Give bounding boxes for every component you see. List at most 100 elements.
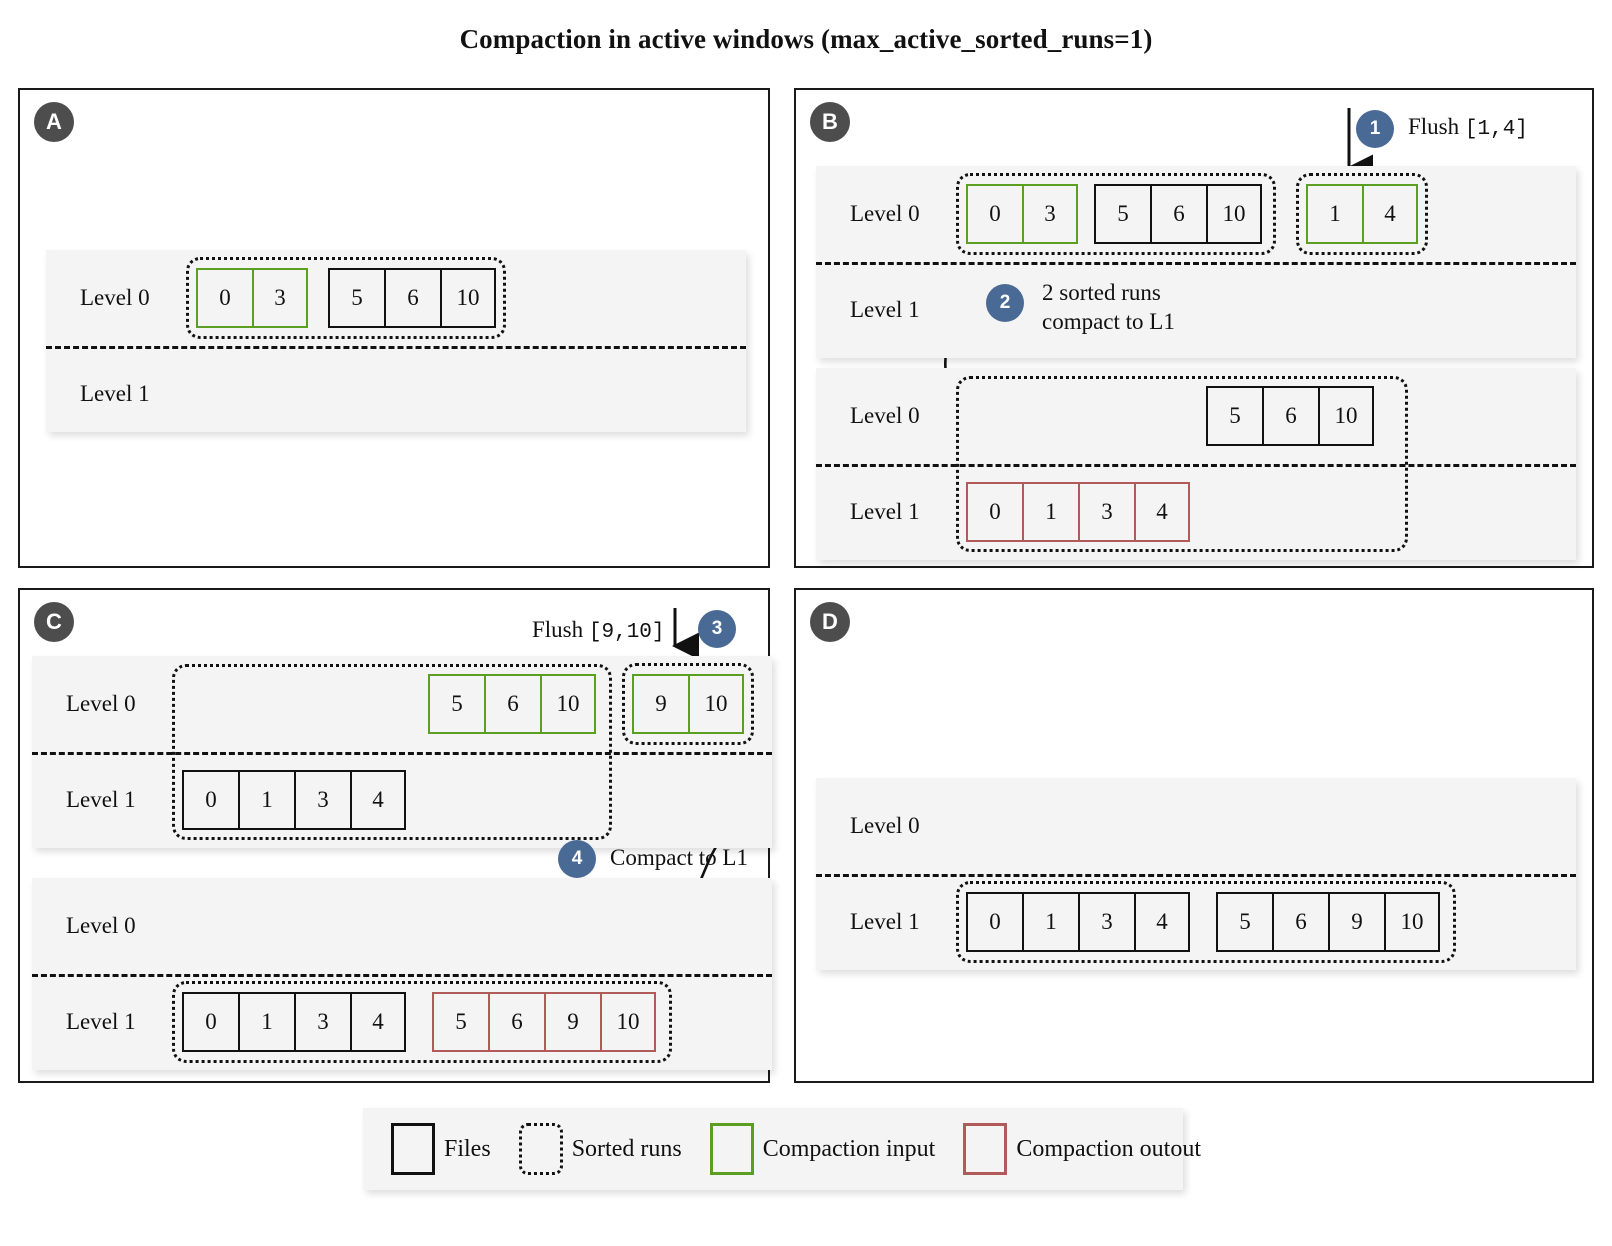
level-0-label: Level 0 — [80, 285, 150, 310]
level-0-row: Level 0 5 6 10 9 10 — [32, 656, 772, 752]
file-cell: 9 — [1328, 892, 1384, 952]
level-1-row: Level 1 0 1 3 4 5 6 9 10 — [816, 874, 1576, 970]
file-cell: 10 — [1318, 386, 1374, 446]
flush-word: Flush — [1408, 114, 1460, 139]
file-cell: 0 — [966, 892, 1022, 952]
file-cell: 6 — [1150, 184, 1206, 244]
panel-d-badge: D — [810, 602, 850, 642]
file-cell: 5 — [1216, 892, 1272, 952]
file-cell: 3 — [1022, 184, 1078, 244]
level-0-label: Level 0 — [850, 403, 920, 428]
file-cell: 5 — [1206, 386, 1262, 446]
legend-item-sorted-runs: Sorted runs — [518, 1123, 682, 1175]
level-1-row: Level 1 — [816, 262, 1576, 358]
level-divider — [816, 464, 1576, 467]
level-1-label: Level 1 — [80, 381, 150, 406]
sorted-run-files: 1 4 — [1306, 184, 1418, 244]
flush-word: Flush — [532, 617, 584, 642]
legend-label: Compaction outout — [1016, 1135, 1201, 1162]
sorted-run-files: 0 1 3 4 — [966, 482, 1190, 542]
legend: Files Sorted runs Compaction input Compa… — [363, 1108, 1201, 1190]
file-cell: 1 — [1022, 482, 1078, 542]
level-0-row: Level 0 — [32, 878, 772, 974]
page-title: Compaction in active windows (max_active… — [459, 24, 1153, 54]
file-cell: 10 — [540, 674, 596, 734]
file-cell: 6 — [484, 674, 540, 734]
level-divider — [32, 974, 772, 977]
file-cell: 4 — [350, 770, 406, 830]
level-0-label: Level 0 — [66, 691, 136, 716]
panel-c-state-2: Level 0 Level 1 0 1 3 4 5 6 9 10 — [32, 878, 772, 1070]
level-0-row: Level 0 5 6 10 — [816, 368, 1576, 464]
file-cell: 4 — [1362, 184, 1418, 244]
file-cell: 0 — [182, 770, 238, 830]
file-cell: 1 — [1306, 184, 1362, 244]
file-cell: 10 — [1206, 184, 1262, 244]
level-1-label: Level 1 — [850, 909, 920, 934]
level-1-row: Level 1 — [46, 346, 746, 442]
level-0-row: Level 0 0 3 5 6 10 1 4 — [816, 166, 1576, 262]
file-cell: 6 — [1272, 892, 1328, 952]
level-0-label: Level 0 — [850, 813, 920, 838]
sorted-run-files: 0 3 — [196, 268, 308, 328]
file-cell: 10 — [1384, 892, 1440, 952]
file-cell: 9 — [632, 674, 688, 734]
panel-c-state-1: Level 0 5 6 10 9 10 Level 1 0 1 3 4 — [32, 656, 772, 848]
sorted-run-files: 5 6 10 — [1206, 386, 1374, 446]
file-cell: 0 — [966, 482, 1022, 542]
level-1-row: Level 1 0 1 3 4 5 6 9 10 — [32, 974, 772, 1070]
file-cell: 4 — [350, 992, 406, 1052]
level-0-label: Level 0 — [66, 913, 136, 938]
level-0-row: Level 0 — [816, 778, 1576, 874]
sorted-run-files: 0 3 — [966, 184, 1078, 244]
compaction-input-swatch-icon — [709, 1123, 754, 1175]
sorted-run-files: 5 6 10 — [328, 268, 496, 328]
panel-c: C Flush [9,10] 3 Level 0 5 6 10 9 — [18, 588, 772, 1083]
panel-b: B 1 Flush [1,4] Level 0 0 3 5 6 — [794, 88, 1594, 568]
panel-b-state-2: Level 0 5 6 10 Level 1 0 1 3 4 — [816, 368, 1576, 560]
step-badge-1: 1 — [1356, 110, 1394, 148]
file-cell: 5 — [428, 674, 484, 734]
step-4-label: Compact to L1 — [610, 845, 748, 870]
compaction-output-swatch-icon — [963, 1123, 1008, 1175]
level-divider — [816, 874, 1576, 877]
panel-c-badge: C — [34, 602, 74, 642]
level-divider — [46, 346, 746, 349]
file-cell: 3 — [1078, 892, 1134, 952]
step-badge-2: 2 — [986, 284, 1024, 322]
step-2-line-2: compact to L1 — [1042, 309, 1175, 335]
level-0-label: Level 0 — [850, 201, 920, 226]
level-1-label: Level 1 — [66, 1009, 136, 1034]
level-1-label: Level 1 — [66, 787, 136, 812]
file-cell: 6 — [384, 268, 440, 328]
legend-item-compaction-input: Compaction input — [709, 1123, 936, 1175]
legend-item-compaction-output: Compaction outout — [963, 1123, 1201, 1175]
sorted-run-files: 0 1 3 4 — [182, 770, 406, 830]
sorted-run-files: 0 1 3 4 — [966, 892, 1190, 952]
step-badge-3: 3 — [698, 610, 736, 648]
panel-a-state-1: Level 0 0 3 5 6 10 Level 1 — [46, 250, 746, 432]
file-cell: 0 — [966, 184, 1022, 244]
sorted-run-files: 5 6 9 10 — [1216, 892, 1440, 952]
level-1-label: Level 1 — [850, 499, 920, 524]
file-cell: 3 — [252, 268, 308, 328]
level-divider — [32, 752, 772, 755]
file-cell: 4 — [1134, 482, 1190, 542]
panel-a-badge: A — [34, 102, 74, 142]
panel-b-state-1: Level 0 0 3 5 6 10 1 4 Level 1 — [816, 166, 1576, 358]
file-cell: 1 — [238, 770, 294, 830]
sorted-run-files: 5 6 10 — [1094, 184, 1262, 244]
level-1-row: Level 1 0 1 3 4 — [32, 752, 772, 848]
legend-label: Sorted runs — [571, 1135, 682, 1162]
legend-label: Files — [444, 1135, 491, 1162]
level-divider — [816, 262, 1576, 265]
panel-d-state-1: Level 0 Level 1 0 1 3 4 5 6 9 10 — [816, 778, 1576, 970]
level-0-row: Level 0 0 3 5 6 10 — [46, 250, 746, 346]
file-cell: 3 — [294, 992, 350, 1052]
file-cell: 9 — [544, 992, 600, 1052]
sorted-run-files: 0 1 3 4 — [182, 992, 406, 1052]
level-1-row: Level 1 0 1 3 4 — [816, 464, 1576, 560]
file-cell: 1 — [238, 992, 294, 1052]
legend-label: Compaction input — [762, 1135, 936, 1162]
step-3-label: Flush [9,10] — [532, 615, 665, 647]
